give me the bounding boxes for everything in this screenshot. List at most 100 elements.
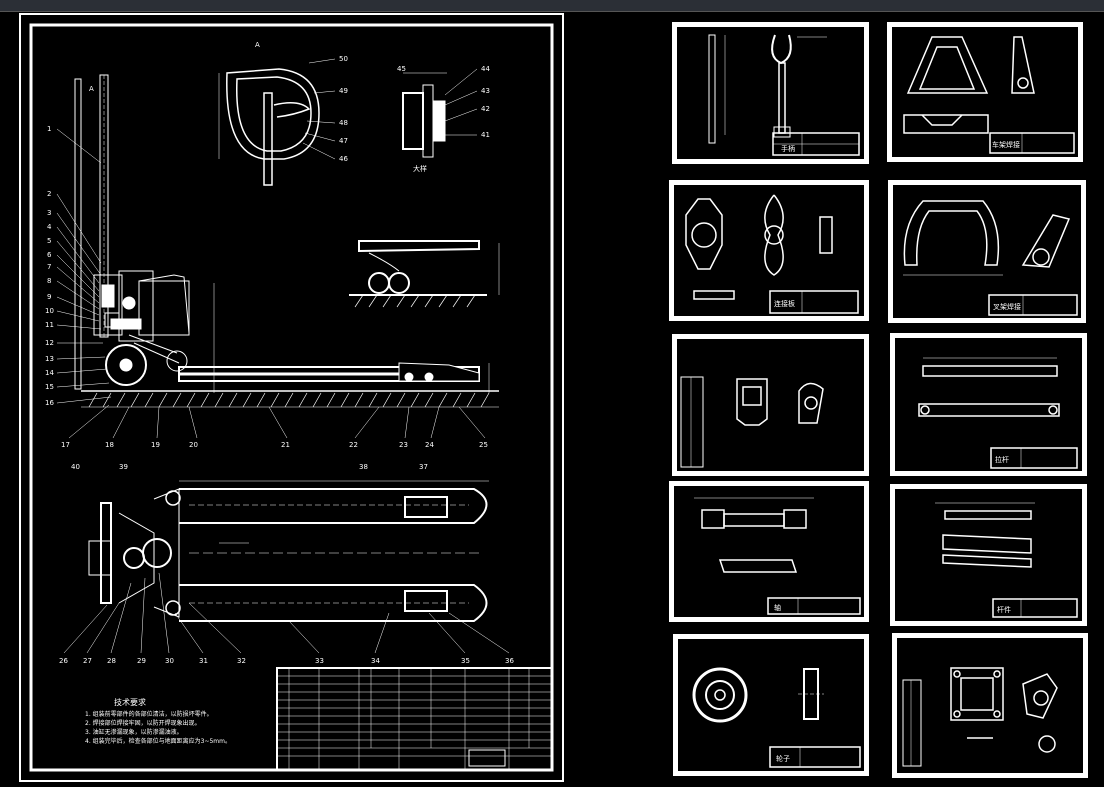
left-callouts [56, 128, 112, 404]
ground-hatching [88, 392, 490, 408]
left-callout-numbers: 1 2 3 4 5 6 7 8 9 10 11 12 13 14 15 16 [45, 125, 54, 407]
side-bottom-callout-leaders [68, 404, 486, 439]
sheet-shaft[interactable]: 轴 [669, 481, 869, 622]
tech-req-title: 技术要求 [114, 697, 146, 707]
sheet-pull-rod[interactable]: 拉杆 [890, 333, 1087, 476]
callout-18: 18 [105, 441, 114, 449]
callout-24: 24 [425, 441, 434, 449]
callout-4: 4 [47, 223, 52, 231]
callout-34: 34 [371, 657, 380, 665]
pump-detail-leaders [444, 68, 478, 136]
callout-48: 48 [339, 119, 348, 127]
detail-view-caption: 大样 [413, 164, 427, 173]
sheet-bracket[interactable] [672, 334, 869, 476]
tech-req-line-3: 3. 油缸无渗漏现象，以防渗漏油液。 [85, 728, 183, 736]
frame-drawing: 车架焊接 [903, 36, 1075, 154]
callout-12: 12 [45, 339, 54, 347]
callout-23: 23 [399, 441, 408, 449]
callout-41: 41 [481, 131, 490, 139]
callout-14: 14 [45, 369, 54, 377]
shaft-drawing: 轴 [694, 497, 861, 615]
callout-21: 21 [281, 441, 290, 449]
callout-9: 9 [47, 293, 51, 301]
wheel-title-block: 轮子 [776, 754, 790, 763]
callout-19: 19 [151, 441, 160, 449]
callout-49: 49 [339, 87, 348, 95]
callout-39: 39 [119, 463, 128, 471]
frame-title-block: 车架焊接 [992, 140, 1020, 149]
pull-rod-title-block: 拉杆 [995, 455, 1009, 464]
top-toolbar-strip [0, 0, 1104, 12]
callout-31: 31 [199, 657, 208, 665]
callout-25: 25 [479, 441, 488, 449]
sheet-seat[interactable] [892, 633, 1088, 778]
callout-20: 20 [189, 441, 198, 449]
handle-detail-view [218, 68, 320, 186]
callout-13: 13 [45, 355, 54, 363]
callout-17: 17 [61, 441, 70, 449]
plate-drawing: 连接板 [685, 194, 859, 314]
pull-rod-drawing: 拉杆 [918, 357, 1078, 469]
sheet-fork-frame[interactable]: 叉架焊接 [888, 180, 1086, 323]
callout-27: 27 [83, 657, 92, 665]
callout-1: 1 [47, 125, 51, 133]
fork-frame-title-block: 叉架焊接 [993, 302, 1021, 311]
bracket-drawing [680, 376, 824, 468]
fork-tip-hatching [354, 294, 476, 308]
plate-title-block: 连接板 [774, 299, 795, 308]
top-view-bottom-leaders [63, 572, 510, 654]
callout-42: 42 [481, 105, 490, 113]
technical-requirements: 技术要求 1. 组装前零部件的各部位清洁，以防损坏零件。 2. 焊接部位焊接牢固… [85, 697, 231, 745]
callout-40: 40 [71, 463, 80, 471]
callout-43: 43 [481, 87, 490, 95]
sheet-frame[interactable]: 车架焊接 [887, 22, 1083, 162]
callout-28: 28 [107, 657, 116, 665]
callout-32: 32 [237, 657, 246, 665]
handle-detail-callouts [302, 58, 336, 160]
pump-detail-view [402, 72, 447, 158]
view-a-label: A [255, 41, 260, 49]
parts-list-table [276, 667, 553, 771]
callout-16: 16 [45, 399, 54, 407]
main-assembly-drawing[interactable]: A 1 2 3 4 5 6 7 8 9 10 11 12 13 14 15 16… [19, 13, 564, 782]
side-view [74, 74, 499, 408]
lever-drawing: 杆件 [935, 502, 1078, 618]
callout-33: 33 [315, 657, 324, 665]
sheet-lever[interactable]: 杆件 [890, 484, 1087, 626]
callout-15: 15 [45, 383, 54, 391]
sheet-wheel[interactable]: 轮子 [673, 634, 869, 776]
callout-29: 29 [137, 657, 146, 665]
callout-7: 7 [47, 263, 51, 271]
callout-38: 38 [359, 463, 368, 471]
sheet-handle[interactable]: 手柄 [672, 22, 869, 164]
section-mark-a: A [89, 85, 94, 93]
lever-title-block: 杆件 [997, 605, 1011, 614]
top-view [88, 480, 489, 622]
sheet-plate[interactable]: 连接板 [669, 180, 869, 321]
callout-10: 10 [45, 307, 54, 315]
callout-50: 50 [339, 55, 348, 63]
fork-frame-drawing: 叉架焊接 [903, 200, 1078, 316]
callout-30: 30 [165, 657, 174, 665]
shaft-title-block: 轴 [774, 603, 781, 612]
callout-8: 8 [47, 277, 51, 285]
seat-drawing [902, 667, 1058, 767]
callout-46: 46 [339, 155, 348, 163]
callout-3: 3 [47, 209, 51, 217]
wheel-drawing: 轮子 [692, 667, 861, 768]
callout-6: 6 [47, 251, 52, 259]
handle-drawing: 手柄 [708, 34, 860, 156]
callout-36: 36 [505, 657, 514, 665]
callout-35: 35 [461, 657, 470, 665]
tech-req-line-1: 1. 组装前零部件的各部位清洁，以防损坏零件。 [85, 710, 213, 718]
callout-11: 11 [45, 321, 54, 329]
callout-22: 22 [349, 441, 358, 449]
handle-title-block: 手柄 [781, 144, 795, 153]
tech-req-line-2: 2. 焊接部位焊接牢固，以防开焊现象出现。 [85, 719, 201, 727]
callout-2: 2 [47, 190, 51, 198]
callout-5: 5 [47, 237, 51, 245]
tech-req-line-4: 4. 组装完毕后，检查各部位与地面距离应为3~5mm。 [85, 737, 231, 745]
callout-26: 26 [59, 657, 68, 665]
callout-37: 37 [419, 463, 428, 471]
fork-tip-detail-view [349, 240, 500, 296]
